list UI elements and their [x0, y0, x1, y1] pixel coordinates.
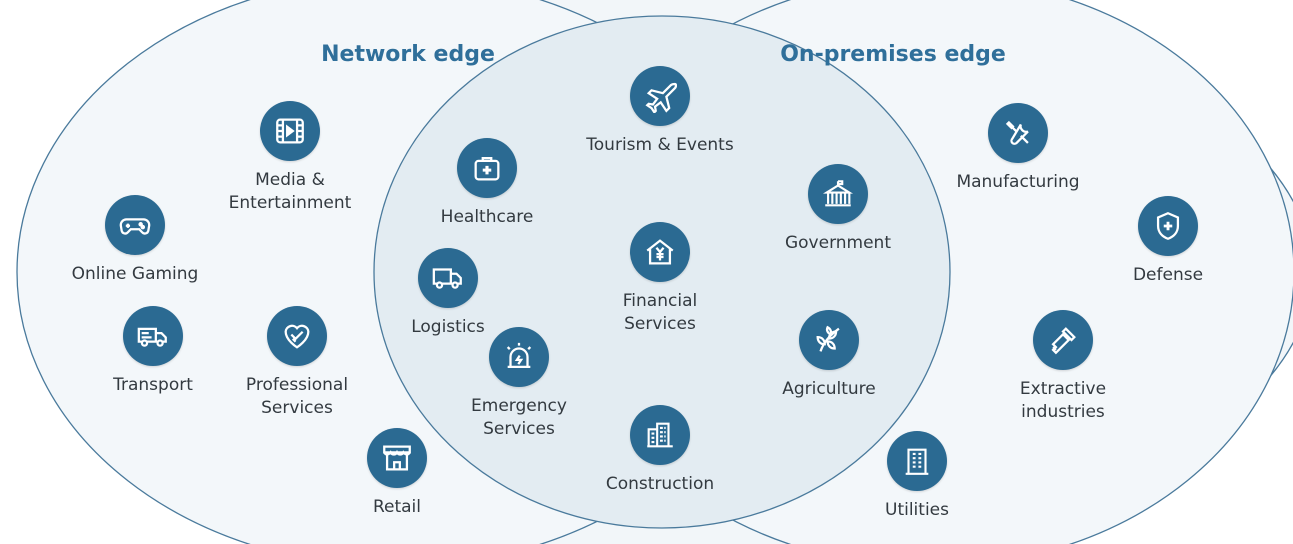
shield-icon: [1138, 196, 1198, 256]
item-label: Professional Services: [245, 375, 349, 418]
leaf-icon: [799, 310, 859, 370]
item-label: Manufacturing: [956, 172, 1080, 192]
item-utilities: Utilities: [817, 431, 1017, 522]
item-label: Financial Services: [622, 291, 698, 334]
item-label: Tourism & Events: [586, 135, 734, 155]
item-retail: Retail: [297, 428, 497, 519]
gamepad-icon: [105, 195, 165, 255]
item-label: Utilities: [885, 500, 949, 520]
tools-icon: [988, 103, 1048, 163]
item-media-entertainment: Media & Entertainment: [190, 101, 390, 215]
item-label: Construction: [605, 474, 715, 494]
item-label: Healthcare: [440, 207, 534, 227]
buildings-icon: [630, 405, 690, 465]
item-label: Defense: [1132, 265, 1204, 285]
drill-icon: [1033, 310, 1093, 370]
item-government: Government: [738, 164, 938, 255]
store-icon: [367, 428, 427, 488]
item-agriculture: Agriculture: [729, 310, 929, 401]
item-transport: Transport: [53, 306, 253, 397]
item-label: Agriculture: [782, 379, 876, 399]
government-building-icon: [808, 164, 868, 224]
siren-icon: [489, 327, 549, 387]
truck-icon: [123, 306, 183, 366]
item-label: Transport: [113, 375, 193, 395]
item-label: Media & Entertainment: [228, 170, 352, 213]
item-logistics: Logistics: [348, 248, 548, 339]
item-label: Logistics: [411, 317, 485, 337]
network-edge-title: Network edge: [321, 42, 495, 67]
item-defense: Defense: [1068, 196, 1268, 287]
on-premises-edge-title: On-premises edge: [780, 42, 1006, 67]
item-label: Online Gaming: [71, 264, 199, 284]
item-extractive-industries: Extractive industries: [963, 310, 1163, 424]
item-online-gaming: Online Gaming: [35, 195, 235, 286]
delivery-truck-icon: [418, 248, 478, 308]
item-financial-services: Financial Services: [560, 222, 760, 336]
item-healthcare: Healthcare: [387, 138, 587, 229]
item-label: Retail: [372, 497, 422, 517]
item-label: Emergency Services: [471, 396, 567, 439]
item-professional-services: Professional Services: [197, 306, 397, 420]
item-tourism-events: Tourism & Events: [560, 66, 760, 157]
item-label: Government: [784, 233, 892, 253]
airplane-icon: [630, 66, 690, 126]
building-icon: [887, 431, 947, 491]
item-label: Extractive industries: [1019, 379, 1107, 422]
film-icon: [260, 101, 320, 161]
item-construction: Construction: [560, 405, 760, 496]
yuan-house-icon: [630, 222, 690, 282]
item-manufacturing: Manufacturing: [918, 103, 1118, 194]
medical-kit-icon: [457, 138, 517, 198]
item-emergency-services: Emergency Services: [419, 327, 619, 441]
handshake-icon: [267, 306, 327, 366]
